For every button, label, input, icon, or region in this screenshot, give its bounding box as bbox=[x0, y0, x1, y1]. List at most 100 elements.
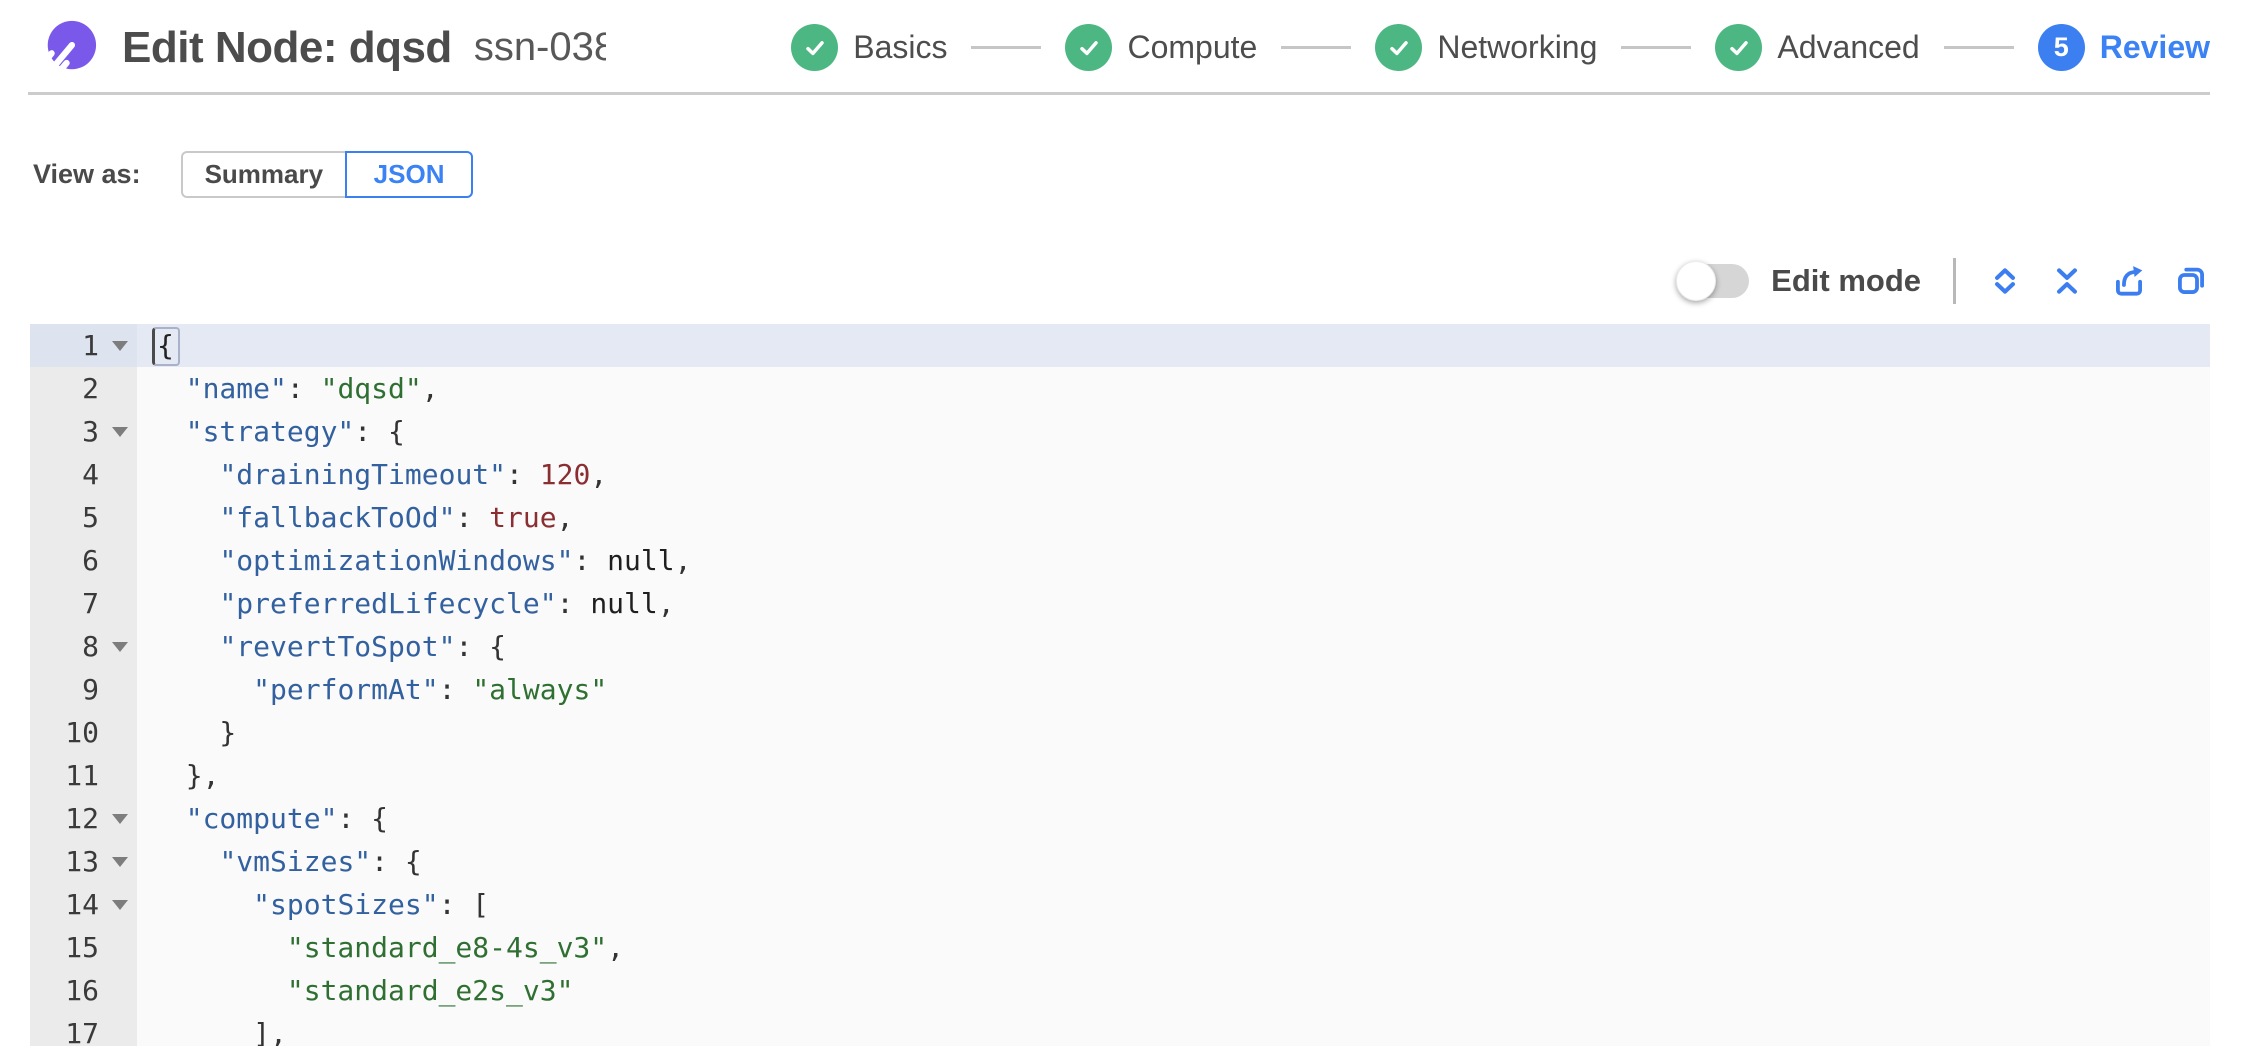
editor-gutter-cell: 6 bbox=[30, 539, 137, 582]
editor-line[interactable]: 8 "revertToSpot": { bbox=[30, 625, 2210, 668]
token-pln: }, bbox=[152, 759, 220, 792]
editor-code-cell[interactable]: "preferredLifecycle": null, bbox=[137, 582, 2210, 625]
editor-line[interactable]: 1{ bbox=[30, 324, 2210, 367]
token-brk: { bbox=[152, 327, 180, 366]
copy-icon[interactable] bbox=[2172, 262, 2210, 300]
editor-gutter-cell: 11 bbox=[30, 754, 137, 797]
view-as-summary-button[interactable]: Summary bbox=[180, 151, 348, 198]
editor-line[interactable]: 15 "standard_e8-4s_v3", bbox=[30, 926, 2210, 969]
editor-gutter-cell: 4 bbox=[30, 453, 137, 496]
token-pln bbox=[152, 931, 287, 964]
step-connector bbox=[971, 46, 1042, 49]
editor-code-cell[interactable]: "performAt": "always" bbox=[137, 668, 2210, 711]
editor-code-cell[interactable]: "strategy": { bbox=[137, 410, 2210, 453]
token-pln: : bbox=[455, 501, 490, 534]
step-networking[interactable]: Networking bbox=[1375, 24, 1597, 71]
step-connector bbox=[1621, 46, 1692, 49]
fold-arrow-icon[interactable] bbox=[112, 857, 128, 867]
token-key: "strategy" bbox=[185, 415, 355, 448]
editor-line[interactable]: 14 "spotSizes": [ bbox=[30, 883, 2210, 926]
editor-code-cell[interactable]: ], bbox=[137, 1012, 2210, 1046]
step-check-icon bbox=[1065, 24, 1113, 71]
editor-code-cell[interactable]: "standard_e2s_v3" bbox=[137, 969, 2210, 1012]
editor-code-cell[interactable]: { bbox=[137, 324, 2210, 367]
step-connector bbox=[1943, 46, 2014, 49]
token-pln bbox=[152, 802, 186, 835]
expand-all-icon[interactable] bbox=[1986, 262, 2024, 300]
toggle-knob[interactable] bbox=[1676, 261, 1717, 301]
json-editor[interactable]: 1{2 "name": "dqsd",3 "strategy": {4 "dra… bbox=[30, 324, 2210, 1046]
token-nul: null bbox=[590, 587, 658, 620]
token-pln bbox=[152, 501, 219, 534]
token-pln: , bbox=[674, 544, 692, 577]
fold-arrow-icon[interactable] bbox=[112, 427, 128, 437]
token-pln: : { bbox=[455, 630, 507, 663]
editor-code-cell[interactable]: "name": "dqsd", bbox=[137, 367, 2210, 410]
editor-code-cell[interactable]: "vmSizes": { bbox=[137, 840, 2210, 883]
fold-arrow-icon[interactable] bbox=[112, 814, 128, 824]
token-num: true bbox=[489, 501, 557, 534]
fold-arrow-icon[interactable] bbox=[112, 900, 128, 910]
step-label: Basics bbox=[853, 29, 948, 65]
step-check-icon bbox=[1715, 24, 1763, 71]
step-label: Compute bbox=[1127, 29, 1258, 65]
token-pln: , bbox=[556, 501, 574, 534]
editor-line[interactable]: 5 "fallbackToOd": true, bbox=[30, 496, 2210, 539]
step-compute[interactable]: Compute bbox=[1065, 24, 1257, 71]
editor-toolbar: Edit mode bbox=[0, 256, 2210, 306]
token-key: "revertToSpot" bbox=[219, 630, 456, 663]
editor-code-cell[interactable]: "revertToSpot": { bbox=[137, 625, 2210, 668]
editor-line[interactable]: 11 }, bbox=[30, 754, 2210, 797]
edit-mode-toggle[interactable] bbox=[1676, 261, 1750, 301]
editor-code-cell[interactable]: "optimizationWindows": null, bbox=[137, 539, 2210, 582]
token-pln bbox=[152, 415, 186, 448]
view-as-json-button[interactable]: JSON bbox=[345, 151, 474, 198]
editor-code-cell[interactable]: "spotSizes": [ bbox=[137, 883, 2210, 926]
collapse-all-icon[interactable] bbox=[2048, 262, 2086, 300]
editor-line[interactable]: 2 "name": "dqsd", bbox=[30, 367, 2210, 410]
token-pln: : [ bbox=[438, 888, 490, 921]
editor-line[interactable]: 12 "compute": { bbox=[30, 797, 2210, 840]
editor-gutter-cell: 17 bbox=[30, 1012, 137, 1046]
editor-line[interactable]: 7 "preferredLifecycle": null, bbox=[30, 582, 2210, 625]
fold-arrow-icon[interactable] bbox=[112, 642, 128, 652]
token-pln bbox=[152, 587, 219, 620]
export-icon[interactable] bbox=[2110, 262, 2148, 300]
editor-code-cell[interactable]: } bbox=[137, 711, 2210, 754]
step-basics[interactable]: Basics bbox=[791, 24, 947, 71]
token-str: "standard_e2s_v3" bbox=[286, 974, 574, 1007]
editor-gutter-cell: 2 bbox=[30, 367, 137, 410]
token-pln: : { bbox=[337, 802, 389, 835]
token-pln bbox=[152, 673, 253, 706]
token-pln: , bbox=[590, 458, 608, 491]
token-pln bbox=[152, 544, 219, 577]
editor-line[interactable]: 4 "drainingTimeout": 120, bbox=[30, 453, 2210, 496]
editor-line[interactable]: 10 } bbox=[30, 711, 2210, 754]
step-advanced[interactable]: Advanced bbox=[1715, 24, 1920, 71]
token-key: "compute" bbox=[185, 802, 338, 835]
editor-line[interactable]: 16 "standard_e2s_v3" bbox=[30, 969, 2210, 1012]
editor-line[interactable]: 13 "vmSizes": { bbox=[30, 840, 2210, 883]
editor-gutter-cell: 7 bbox=[30, 582, 137, 625]
editor-line[interactable]: 6 "optimizationWindows": null, bbox=[30, 539, 2210, 582]
step-connector bbox=[1281, 46, 1352, 49]
step-number-badge: 5 bbox=[2037, 24, 2085, 71]
token-key: "preferredLifecycle" bbox=[219, 587, 557, 620]
fold-arrow-icon[interactable] bbox=[112, 341, 128, 351]
step-label: Advanced bbox=[1777, 29, 1920, 65]
editor-code-cell[interactable]: }, bbox=[137, 754, 2210, 797]
editor-line[interactable]: 17 ], bbox=[30, 1012, 2210, 1046]
editor-code-cell[interactable]: "standard_e8-4s_v3", bbox=[137, 926, 2210, 969]
editor-code-cell[interactable]: "fallbackToOd": true, bbox=[137, 496, 2210, 539]
editor-code-cell[interactable]: "compute": { bbox=[137, 797, 2210, 840]
token-pln: : bbox=[506, 458, 540, 491]
token-pln bbox=[152, 458, 219, 491]
editor-line[interactable]: 3 "strategy": { bbox=[30, 410, 2210, 453]
editor-code-cell[interactable]: "drainingTimeout": 120, bbox=[137, 453, 2210, 496]
token-pln: } bbox=[152, 716, 237, 749]
editor-line[interactable]: 9 "performAt": "always" bbox=[30, 668, 2210, 711]
editor-gutter-cell: 1 bbox=[30, 324, 137, 367]
